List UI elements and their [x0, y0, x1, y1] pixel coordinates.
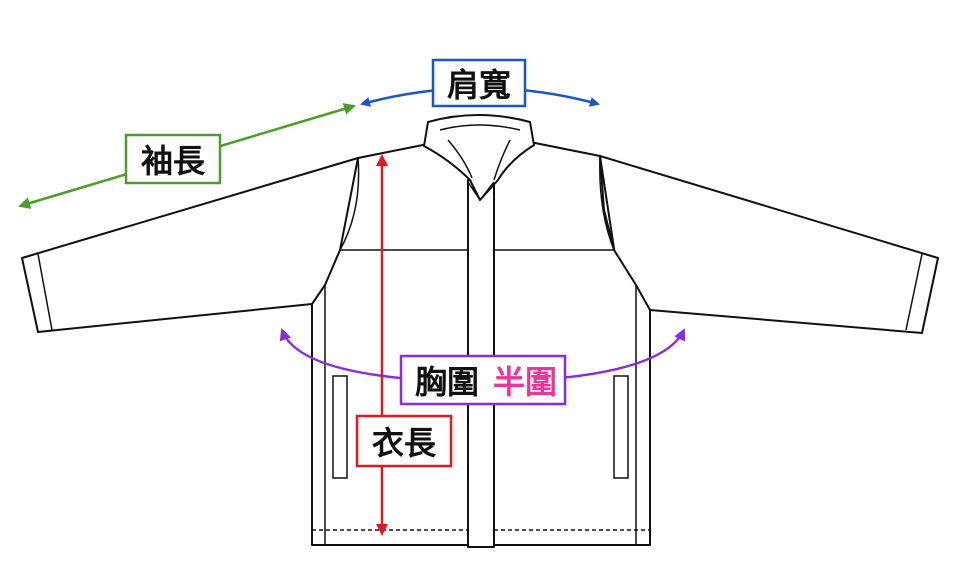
right-sleeve [599, 155, 939, 334]
collar [423, 114, 535, 201]
shoulder-width-label: 肩寬 [431, 58, 527, 108]
right-cuff [905, 253, 939, 334]
chest-box [399, 354, 567, 406]
collar-inner [439, 124, 521, 181]
left-pocket [332, 375, 348, 479]
shoulder-width-text: 肩寬 [447, 66, 511, 104]
sleeve-length-label: 袖長 [124, 133, 222, 185]
right-pocket [613, 375, 629, 479]
chest-half-text: 半圍 [493, 363, 557, 401]
shoulder-width-box [431, 58, 527, 108]
body-length-text: 衣長 [372, 424, 437, 462]
sleeve-length-box [124, 133, 222, 185]
body-length-label: 衣長 [355, 414, 453, 468]
chest-text: 胸圍 [415, 363, 479, 401]
chest-label: 胸圍 半圍 [399, 354, 567, 406]
collar-fold [467, 181, 495, 202]
body-length-box [355, 414, 453, 468]
left-cuff [21, 253, 53, 333]
sleeve-length-text: 袖長 [141, 142, 206, 180]
